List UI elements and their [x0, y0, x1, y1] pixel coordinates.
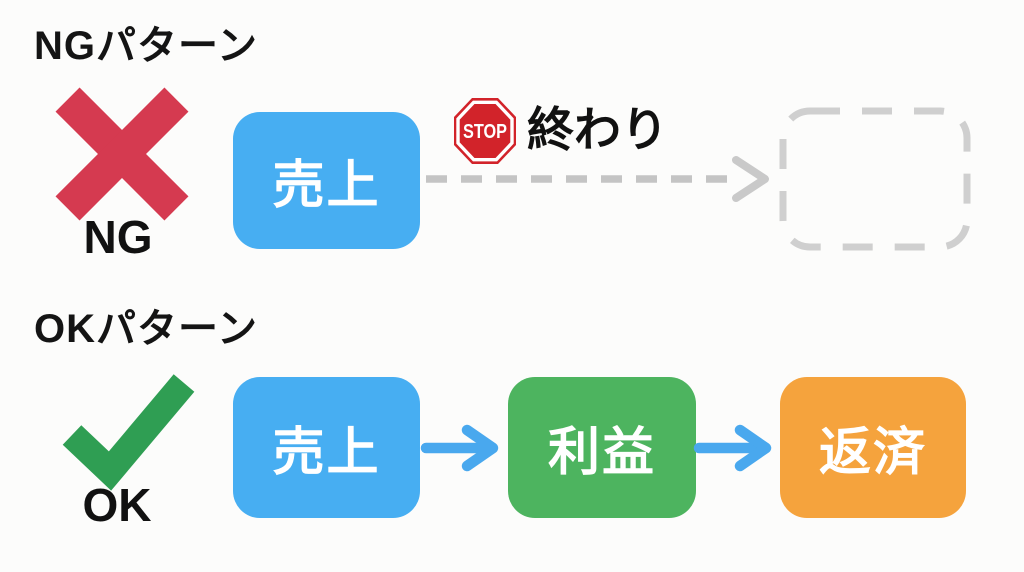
- ng-heading: NGパターン: [34, 24, 258, 68]
- arrow-icon-sales-to-profit: [420, 424, 499, 472]
- end-caption: 終わり: [527, 103, 668, 156]
- dashed-arrow-icon: [426, 156, 769, 202]
- ng-mark-label: NG: [83, 211, 153, 263]
- stop-sign-icon: STOP: [454, 98, 516, 164]
- ok-node-profit: 利益: [508, 377, 696, 518]
- ok-node-repayment: 返済: [780, 377, 966, 518]
- ng-node-sales: 売上: [233, 112, 420, 249]
- ok-check-icon: [62, 374, 195, 491]
- ok-mark-label: OK: [82, 479, 152, 531]
- ghost-node: [779, 107, 971, 251]
- ok-node-sales: 売上: [233, 377, 420, 518]
- arrow-icon-profit-to-repayment: [693, 424, 772, 472]
- ok-heading: OKパターン: [34, 307, 258, 351]
- stop-sign-text: STOP: [463, 121, 507, 143]
- ng-cross-icon: [55, 87, 189, 221]
